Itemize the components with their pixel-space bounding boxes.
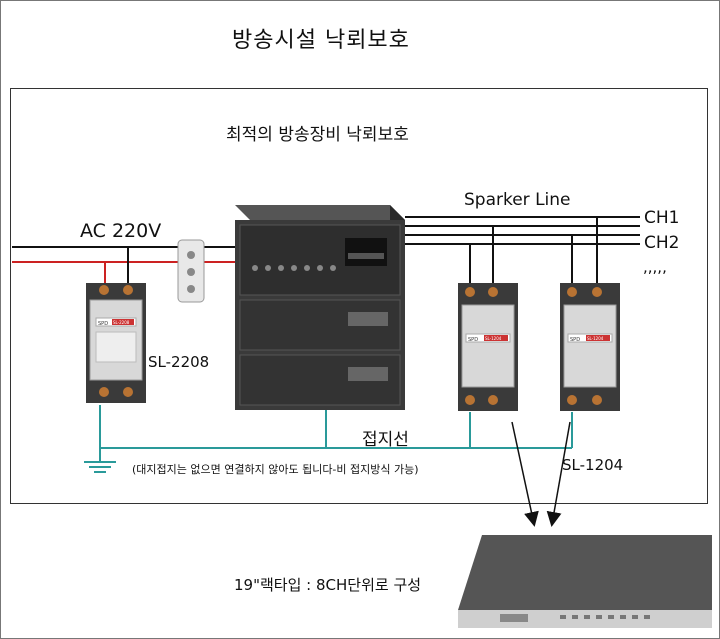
ground-note: (대지접지는 없으면 연결하지 않아도 됩니다-비 접지방식 가능): [132, 463, 419, 476]
ch1-label: CH1: [644, 208, 680, 228]
ch2-label: CH2: [644, 233, 680, 253]
spd-label: SPD: [570, 337, 580, 343]
sl-2208-device: SPD SL-2208: [86, 283, 146, 403]
sl-1204-label: SL-1204: [562, 456, 624, 474]
arrow-to-rack-1: [511, 421, 539, 527]
diagram-frame: [10, 88, 708, 504]
more-channels-label: ,,,,,: [643, 258, 667, 276]
power-outlet-strip-icon: [177, 239, 205, 303]
sl-1204-device-a: SPD SL-1204: [458, 283, 518, 411]
ground-wire-label: 접지선: [362, 430, 409, 450]
page-title: 방송시설 낙뢰보호: [232, 28, 410, 53]
sl-2208-badge: SL-2208: [113, 320, 130, 325]
ac-220v-label: AC 220V: [80, 220, 162, 242]
sl-2208-label: SL-2208: [148, 353, 210, 371]
arrow-to-rack-2: [546, 421, 571, 527]
sl-1204-badge: SL-1204: [485, 336, 502, 341]
speaker-line-label: Sparker Line: [464, 190, 571, 210]
spd-label: SPD: [98, 321, 108, 327]
broadcast-amplifier-rack: [235, 205, 405, 410]
sl-1204-badge: SL-1204: [587, 336, 604, 341]
sl-1204-device-b: SPD SL-1204: [560, 283, 620, 411]
rack-unit-19inch: [458, 535, 712, 628]
earth-ground-icon: [84, 461, 116, 473]
diagram-subtitle: 최적의 방송장비 낙뢰보호: [226, 125, 409, 145]
rack-type-label: 19"랙타입 : 8CH단위로 구성: [234, 576, 422, 594]
spd-label: SPD: [468, 337, 478, 343]
